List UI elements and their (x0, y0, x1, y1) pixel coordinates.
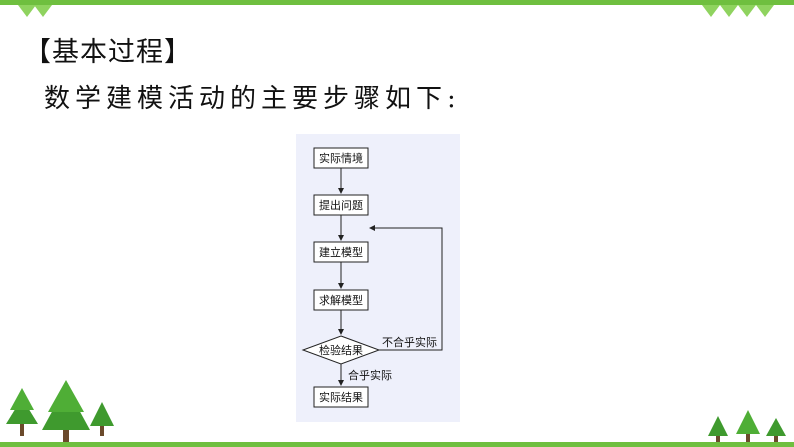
flowchart-panel (296, 134, 460, 422)
step-box-solve-model: 求解模型 (313, 289, 369, 311)
tree-decoration-right (708, 410, 786, 442)
feedback-arrow (369, 225, 443, 351)
step-label-result: 实际结果 (319, 390, 363, 404)
decision-label: 检验结果 (319, 343, 363, 357)
step-label-situation: 实际情境 (319, 151, 363, 165)
intro-text: 数学建模活动的主要步骤如下: (44, 84, 461, 114)
accept-label: 合乎实际 (348, 368, 392, 382)
step-box-situation: 实际情境 (313, 147, 369, 169)
step-label-problem: 提出问题 (319, 198, 363, 212)
step-box-result: 实际结果 (313, 386, 369, 408)
step-box-build-model: 建立模型 (313, 241, 369, 263)
bottom-accent-bar (0, 442, 794, 447)
section-heading: 【基本过程】 (24, 37, 192, 68)
step-box-problem: 提出问题 (313, 194, 369, 216)
step-label-build-model: 建立模型 (319, 245, 363, 259)
decision-diamond: 检验结果 (301, 335, 381, 365)
modeling-flowchart: 实际情境 提出问题 建立模型 求解模型 检验结果 不合乎实际 合乎实际 实际结果 (301, 147, 443, 408)
top-accent-bar (0, 0, 794, 5)
feedback-label: 不合乎实际 (382, 335, 437, 349)
step-label-solve-model: 求解模型 (319, 293, 363, 307)
tree-decoration-left (6, 380, 114, 442)
